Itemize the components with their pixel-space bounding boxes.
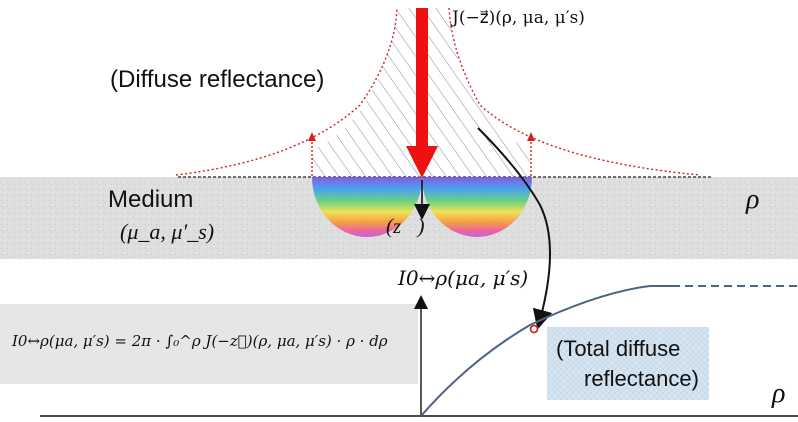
medium-params-label: (μ_a, μ′_s) [120, 219, 215, 244]
total-reflectance-line1: (Total diffuse [556, 336, 681, 361]
total-reflectance-line2: reflectance) [584, 366, 699, 391]
rho-bottom-label: ρ [772, 378, 786, 409]
rho-top-label: ρ [746, 184, 760, 215]
integrated-label: I0↔ρ(μa, μ′s) [398, 266, 529, 290]
rainbow-photon-banana-left [312, 177, 422, 237]
escape-arrow-right [527, 132, 535, 176]
curved-pointer-arrow [477, 127, 553, 330]
curve-marker [529, 324, 539, 334]
equation-box [0, 304, 418, 384]
diffuse-reflectance-label: (Diffuse reflectance) [110, 66, 325, 93]
rainbow-photon-banana-right [422, 177, 532, 237]
equation-text: I0↔ρ(μa, μ′s) = 2π · ∫₀^ρ J(−z⃗)(ρ, μa, … [12, 332, 388, 350]
medium-label: Medium [108, 186, 194, 213]
incident-beam-arrow [406, 8, 438, 178]
total-reflectance-box [547, 327, 709, 400]
reflectance-envelope [175, 7, 701, 176]
escape-arrow-left [308, 132, 316, 176]
flux-label-text: J(−z⃗)(ρ, μa, μ′s) [452, 8, 585, 28]
integrated-reflectance-curve [420, 285, 672, 417]
z-direction-label: (z⃗) [386, 214, 425, 238]
flux-label: J(−z⃗)(ρ, μa, μ′s) [452, 6, 585, 29]
